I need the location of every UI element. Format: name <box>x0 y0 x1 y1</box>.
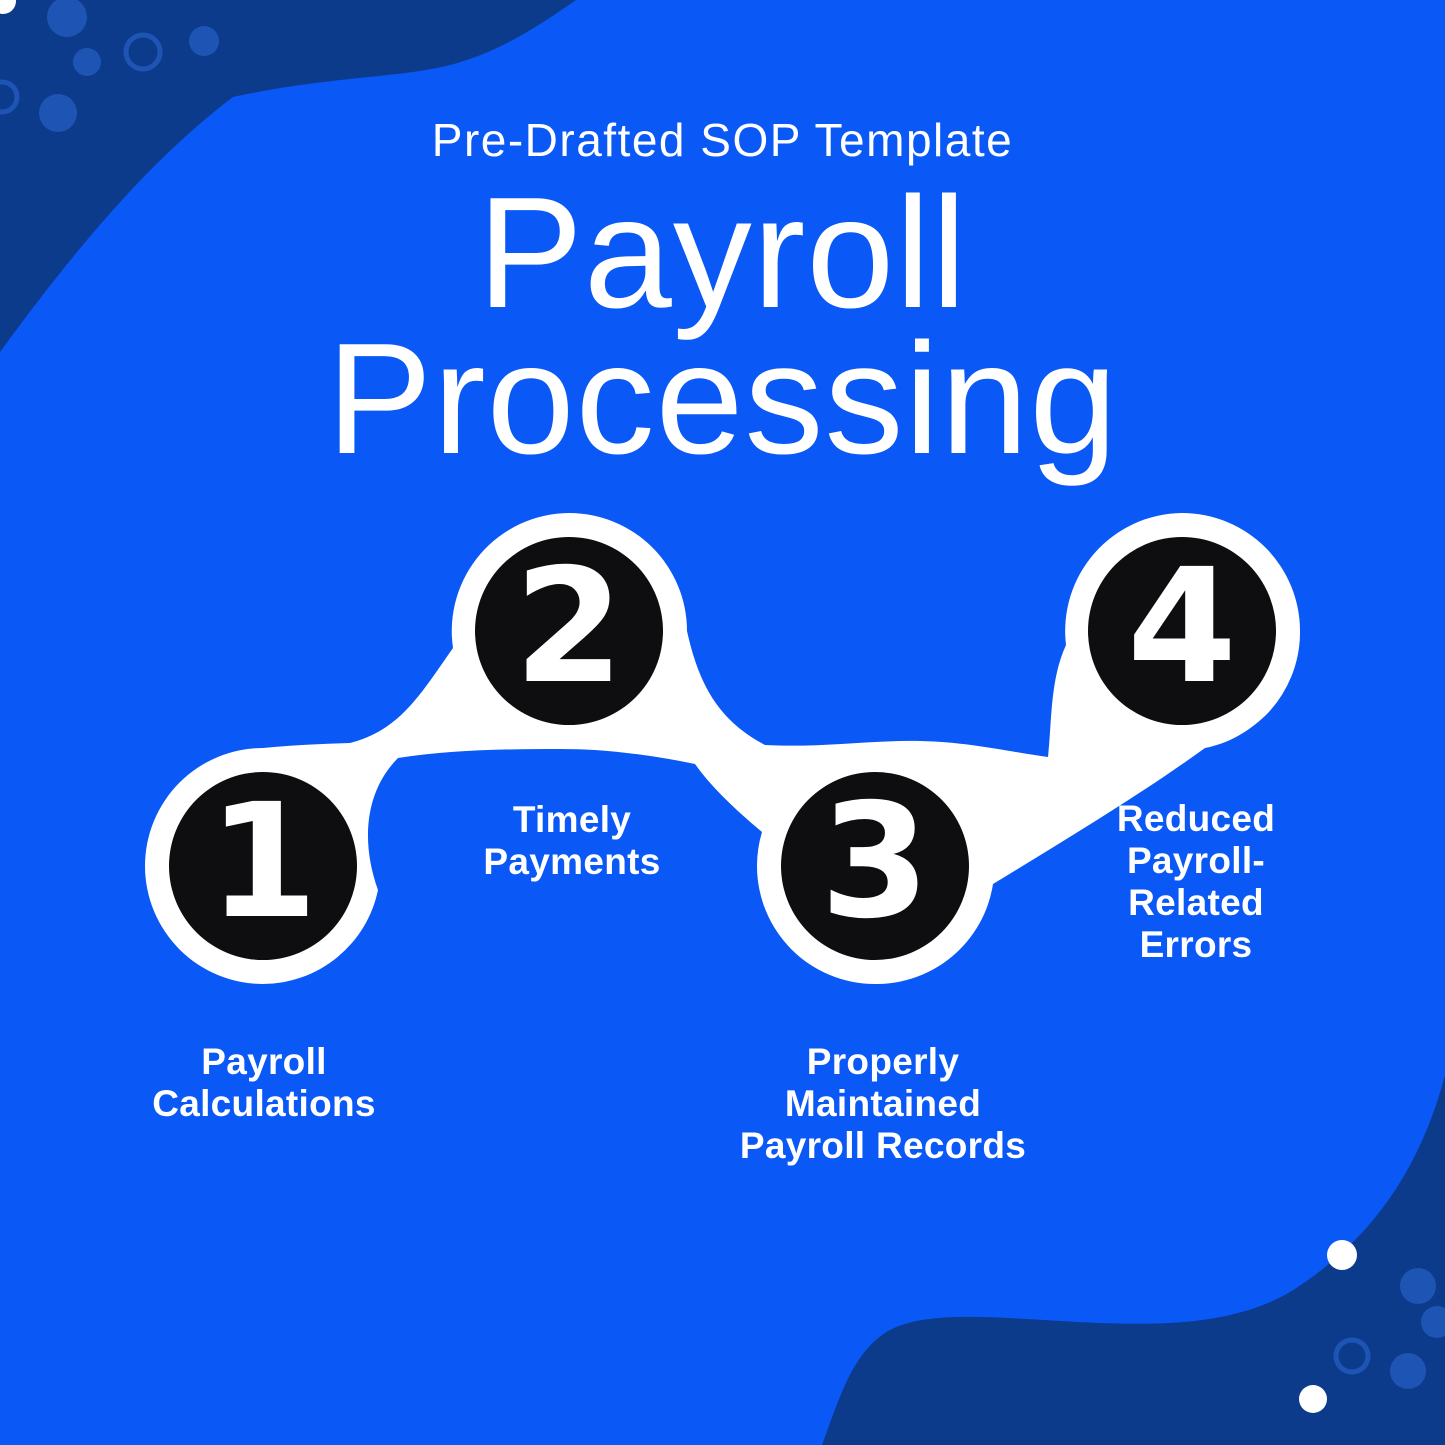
step-number-2: 2 <box>514 535 624 719</box>
step-label-3: Properly Maintained Payroll Records <box>683 1041 1083 1167</box>
bottom-right-blob <box>822 1075 1445 1445</box>
decor-dot <box>1400 1268 1436 1304</box>
step-number-4: 4 <box>1127 535 1237 719</box>
step-number-3: 3 <box>820 770 930 954</box>
subtitle: Pre-Drafted SOP Template <box>431 114 1014 166</box>
step-number-1: 1 <box>208 770 318 954</box>
step-label-2: Timely Payments <box>372 799 772 883</box>
title-line-1: Payroll <box>477 165 968 341</box>
step-label-line: Errors <box>1139 924 1253 965</box>
step-label-line: Payroll Records <box>739 1125 1027 1166</box>
step-label-line: Payroll <box>201 1041 327 1082</box>
decor-dot <box>73 48 101 76</box>
decor-dot-white <box>1299 1385 1327 1413</box>
step-label-4: Reduced Payroll- Related Errors <box>996 798 1396 966</box>
decor-dot <box>189 26 219 56</box>
step-label-line: Payroll- <box>1126 840 1266 881</box>
decor-dot-white <box>0 0 16 14</box>
step-circle-3: 3 <box>781 770 969 960</box>
step-label-line: Calculations <box>152 1083 376 1124</box>
decor-ring <box>1333 1337 1371 1375</box>
step-circle-2: 2 <box>475 535 663 725</box>
step-label-line: Related <box>1128 882 1264 923</box>
connector-ribbon <box>145 513 1301 985</box>
decor-dot-white <box>1327 1240 1357 1270</box>
step-label-line: Properly <box>806 1041 960 1082</box>
decor-dot <box>39 94 77 132</box>
page-title: Payroll Processing <box>0 165 1445 487</box>
step-circle-4: 4 <box>1088 535 1276 725</box>
top-left-blob <box>0 0 576 352</box>
decor-dot <box>1390 1353 1426 1389</box>
title-line-2: Processing <box>326 311 1119 487</box>
step-circle-1: 1 <box>169 770 357 960</box>
decor-dot <box>1421 1306 1445 1338</box>
decor-dot <box>47 0 87 37</box>
step-label-line: Reduced <box>1116 798 1276 839</box>
step-label-line: Timely <box>512 799 632 840</box>
step-label-1: Payroll Calculations <box>64 1041 464 1125</box>
step-label-line: Maintained <box>784 1083 982 1124</box>
step-label-line: Payments <box>483 841 661 882</box>
decor-ring <box>123 32 163 72</box>
decor-ring <box>0 79 20 115</box>
